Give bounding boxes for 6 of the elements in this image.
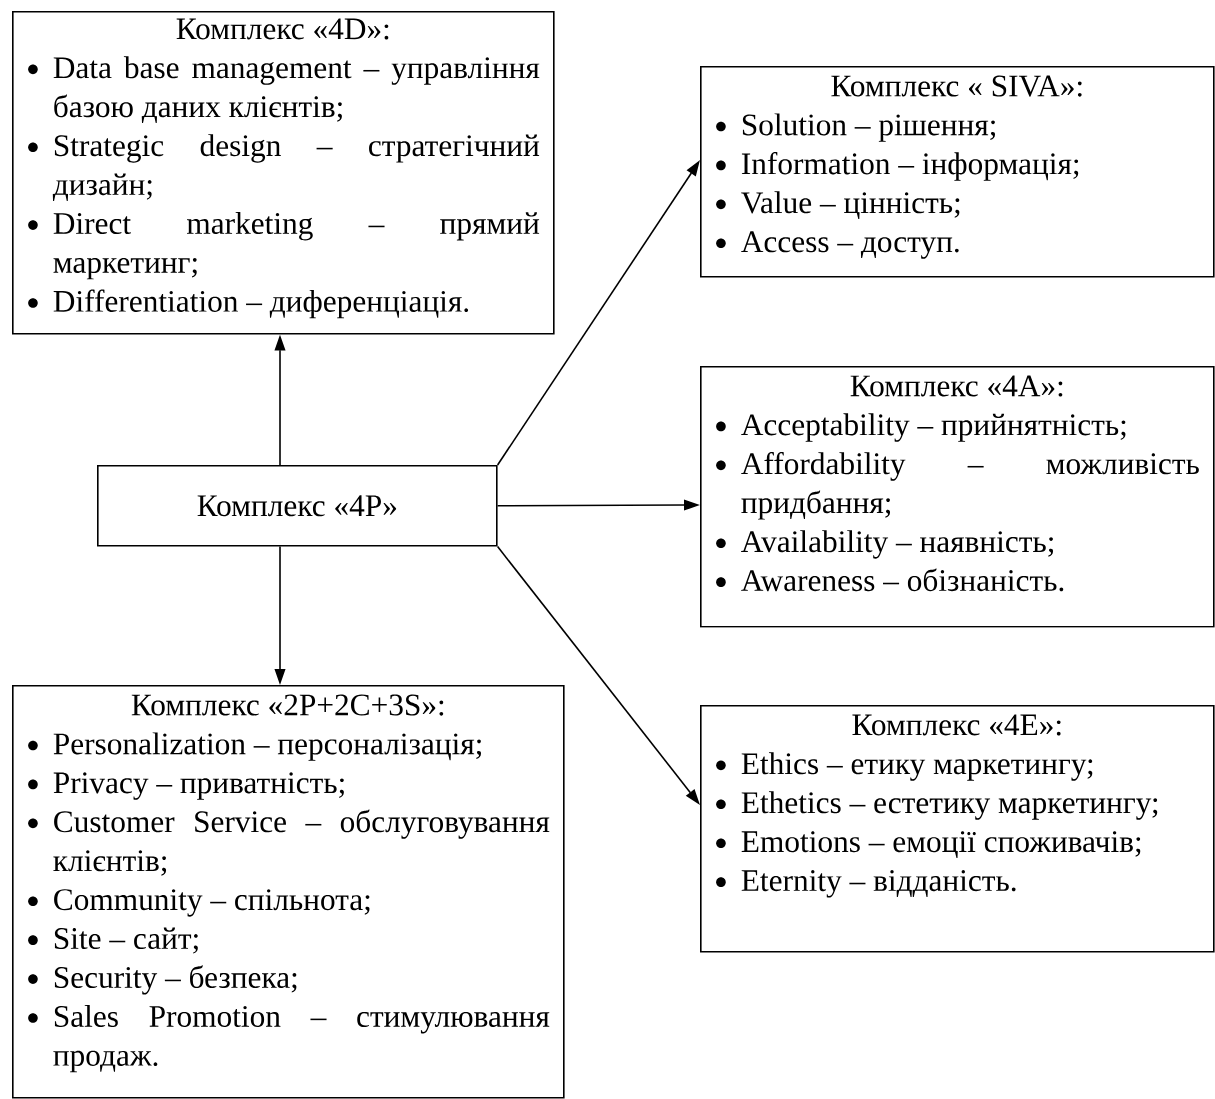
text-box: Комплекс «4E»: Ethics – етику маркетингу; Ethetics – естетику маркетингу; Emotions – емоції споживачів; Eternity – відданість. — [700, 705, 1215, 953]
text-box: Комплекс «4D»: Data base management – управління базою даних клієнтів; Strategic design – стратегічний дизайн; Direct marketing – прямий маркетинг; Differentiation – диференціація. — [12, 11, 555, 335]
text-box: Комплекс «2P+2C+3S»: Personalization – персоналізація; Privacy – приватність; Customer Service – обслуговування клієнтів; Community – спільнота; Site – сайт; Security – безпека; Sales Promotion – стимулювання продаж. — [12, 685, 565, 1099]
text-box: Комплекс «4A»: Acceptability – прийнятність; Affordability – можливість придбання; Availability – наявність; Awareness – обізнаність. — [700, 366, 1215, 628]
text-box: Комплекс « SIVA»: Solution – рішення; Information – інформація; Value – цінність; Access – доступ. — [700, 66, 1215, 278]
process-box: Комплекс «4P» — [97, 465, 498, 547]
